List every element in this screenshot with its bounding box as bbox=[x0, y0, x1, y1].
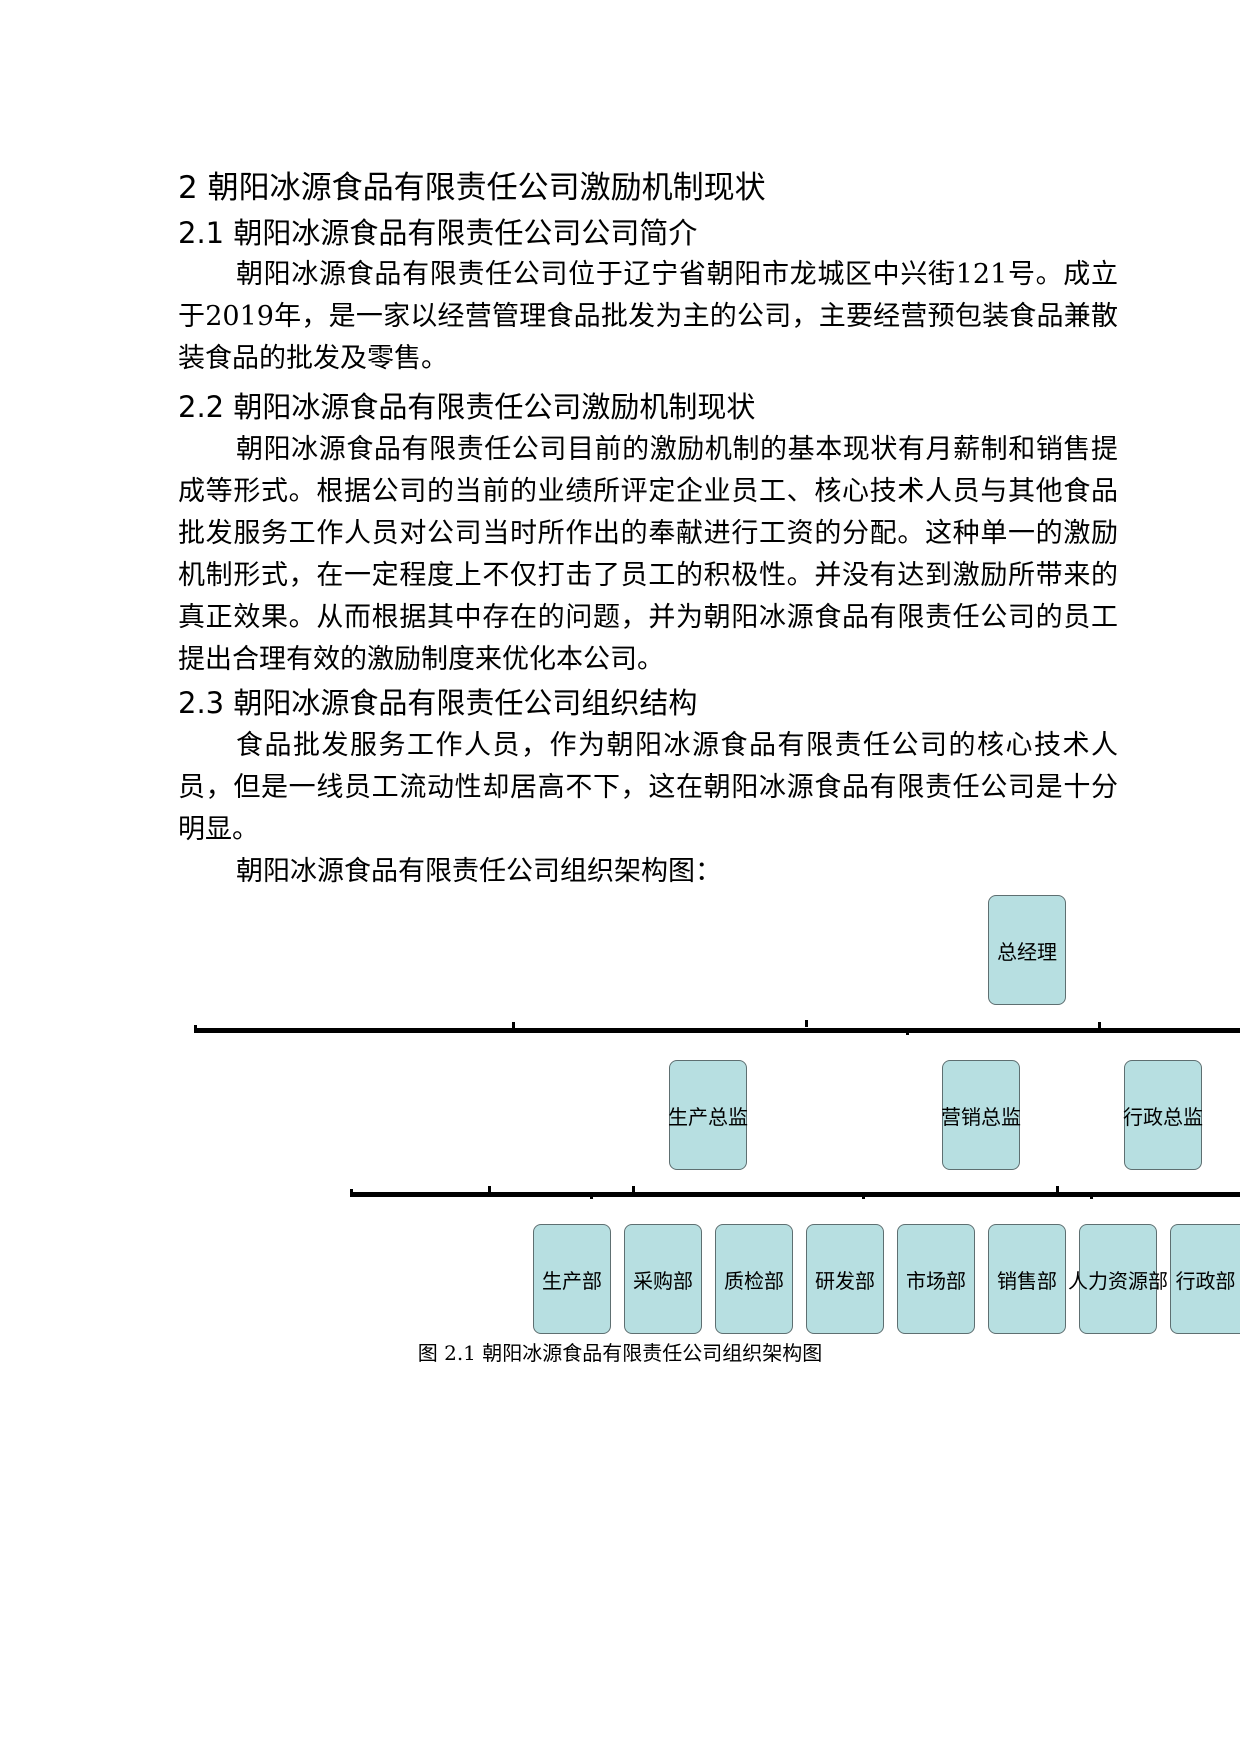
org-connector-tick bbox=[1056, 1186, 1059, 1193]
org-box-marketing-director: 营销总监 bbox=[941, 1060, 1021, 1170]
org-box-dept-hr: 人力资源部 bbox=[1068, 1224, 1168, 1334]
org-connector-tick bbox=[632, 1186, 635, 1193]
subsection-heading-intro: 2.1 朝阳冰源食品有限责任公司公司简介 bbox=[178, 216, 698, 250]
org-box-general-manager: 总经理 bbox=[988, 895, 1066, 1005]
org-connector-tick bbox=[1098, 1022, 1101, 1029]
org-connector-tick bbox=[590, 1192, 593, 1199]
paragraph-chart-intro: 朝阳冰源食品有限责任公司组织架构图： bbox=[236, 856, 722, 887]
org-connector-line bbox=[194, 1028, 1240, 1033]
section-heading: 2 朝阳冰源食品有限责任公司激励机制现状 bbox=[178, 170, 766, 206]
org-box-dept-market: 市场部 bbox=[897, 1224, 975, 1334]
org-connector-tick bbox=[862, 1192, 865, 1199]
org-chart: 总经理 生产总监 营销总监 行政总监 生产部 采购部 质检部 研发部 市场部 销… bbox=[0, 880, 1240, 1340]
org-box-dept-production: 生产部 bbox=[533, 1224, 611, 1334]
paragraph-structure: 食品批发服务工作人员，作为朝阳冰源食品有限责任公司的核心技术人员，但是一线员工流… bbox=[178, 730, 1118, 845]
org-connector-tick bbox=[906, 1028, 909, 1035]
paragraph-intro: 朝阳冰源食品有限责任公司位于辽宁省朝阳市龙城区中兴街121号。成立于2019年，… bbox=[178, 259, 1118, 374]
org-connector-tick bbox=[512, 1022, 515, 1029]
org-box-dept-rnd: 研发部 bbox=[806, 1224, 884, 1334]
org-connector-tick bbox=[194, 1025, 197, 1032]
figure-caption: 图 2.1 朝阳冰源食品有限责任公司组织架构图 bbox=[417, 1341, 823, 1365]
org-connector-tick bbox=[488, 1186, 491, 1193]
org-connector-line bbox=[350, 1192, 1240, 1197]
org-connector-tick bbox=[805, 1020, 808, 1027]
org-box-dept-quality: 质检部 bbox=[715, 1224, 793, 1334]
org-box-admin-director: 行政总监 bbox=[1123, 1060, 1203, 1170]
subsection-heading-structure: 2.3 朝阳冰源食品有限责任公司组织结构 bbox=[178, 686, 698, 720]
org-box-dept-admin: 行政部 bbox=[1170, 1224, 1240, 1334]
org-connector-tick bbox=[350, 1189, 353, 1196]
subsection-heading-incentive: 2.2 朝阳冰源食品有限责任公司激励机制现状 bbox=[178, 390, 756, 424]
paragraph-incentive: 朝阳冰源食品有限责任公司目前的激励机制的基本现状有月薪制和销售提成等形式。根据公… bbox=[178, 434, 1118, 675]
org-box-production-director: 生产总监 bbox=[668, 1060, 748, 1170]
org-box-dept-sales: 销售部 bbox=[988, 1224, 1066, 1334]
org-connector-tick bbox=[1090, 1192, 1093, 1199]
org-box-dept-purchasing: 采购部 bbox=[624, 1224, 702, 1334]
